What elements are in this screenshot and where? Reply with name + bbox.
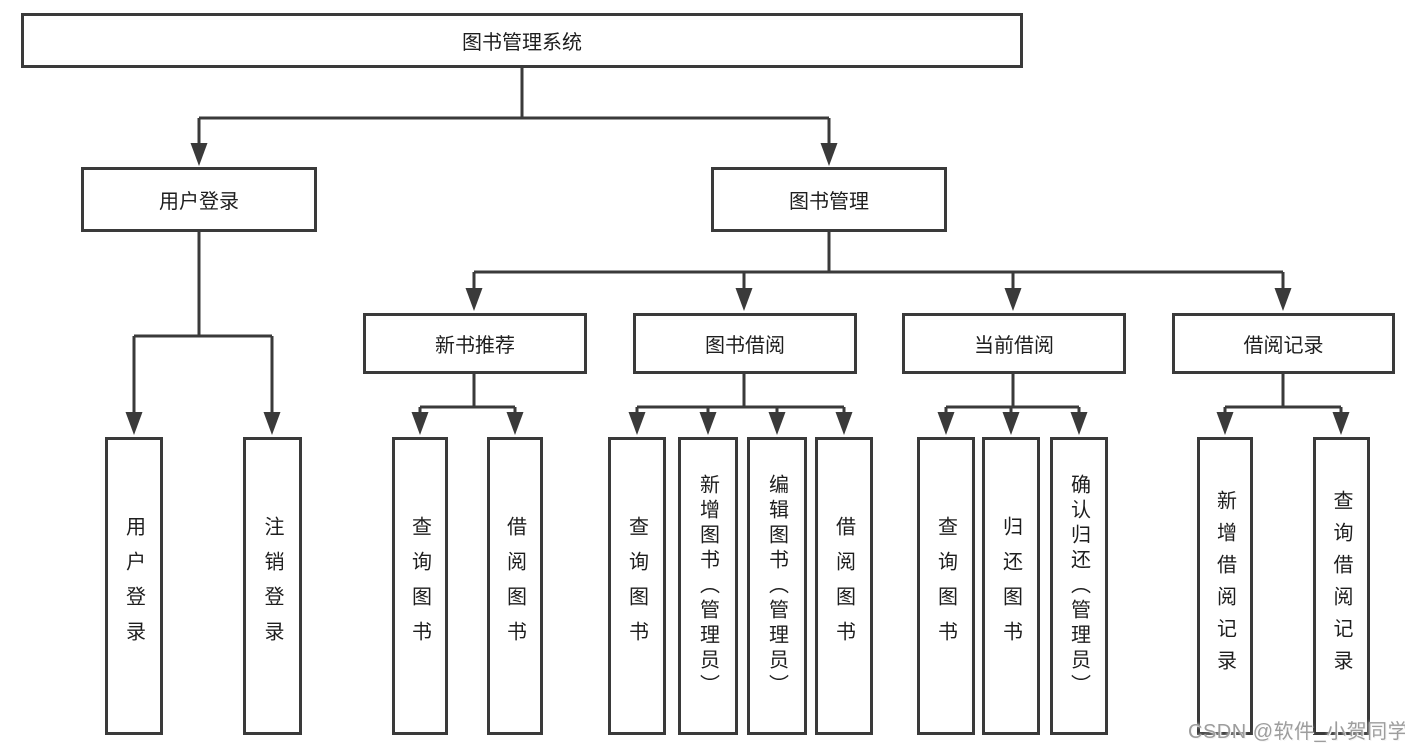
leaf-query-books-borrow: 查询图书 [608, 437, 666, 735]
leaf-edit-books-admin: 编辑图书（管理员） [747, 437, 807, 735]
node-book-management: 图书管理 [711, 167, 947, 232]
node-borrow-record: 借阅记录 [1172, 313, 1395, 374]
node-root-system: 图书管理系统 [21, 13, 1023, 68]
node-user-login: 用户登录 [81, 167, 317, 232]
leaf-add-borrow-record: 新增借阅记录 [1197, 437, 1253, 735]
tree-edges [132, 67, 1343, 414]
node-book-borrow: 图书借阅 [633, 313, 857, 374]
leaf-borrow-books-recommend: 借阅图书 [487, 437, 543, 735]
leaf-user-login: 用户登录 [105, 437, 163, 735]
leaf-query-books-current: 查询图书 [917, 437, 975, 735]
arrowhead-icons [125, 143, 1350, 435]
leaf-confirm-return-admin: 确认归还（管理员） [1050, 437, 1108, 735]
leaf-borrow-books: 借阅图书 [815, 437, 873, 735]
leaf-add-books-admin: 新增图书（管理员） [678, 437, 738, 735]
leaf-query-books-recommend: 查询图书 [392, 437, 448, 735]
node-current-borrow: 当前借阅 [902, 313, 1126, 374]
csdn-watermark: CSDN @软件_小贺同学 [1188, 721, 1405, 743]
node-new-book-recommend: 新书推荐 [363, 313, 587, 374]
leaf-return-books: 归还图书 [982, 437, 1040, 735]
leaf-logout: 注销登录 [243, 437, 302, 735]
leaf-query-borrow-record: 查询借阅记录 [1313, 437, 1370, 735]
